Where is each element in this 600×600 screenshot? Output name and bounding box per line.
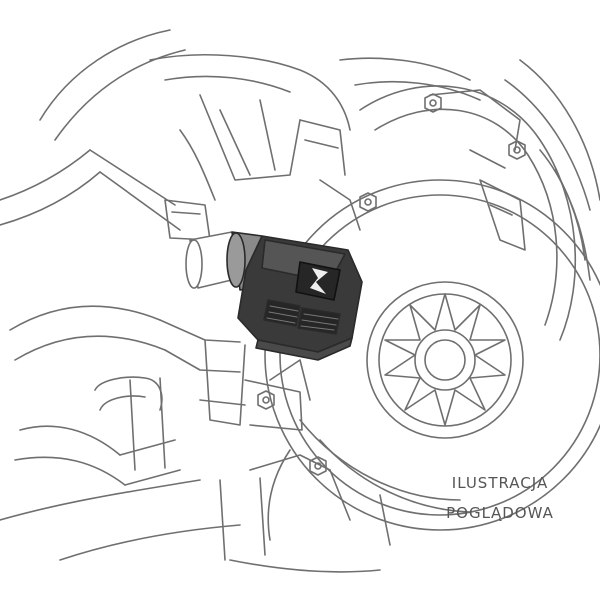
engine-side-cover xyxy=(359,59,600,341)
illustrative-caption: ILUSTRACJA POGLĄDOWA xyxy=(420,468,580,528)
engine-upper xyxy=(149,54,481,241)
engine-lower xyxy=(199,339,381,573)
caption-line-1: ILUSTRACJA xyxy=(451,474,549,492)
frame-tubes xyxy=(0,29,241,561)
caption-line-2: POGLĄDOWA xyxy=(446,504,554,522)
frame-slider-icon xyxy=(185,231,363,361)
crankcase-cover xyxy=(264,179,600,546)
bolt-icon xyxy=(257,93,526,476)
